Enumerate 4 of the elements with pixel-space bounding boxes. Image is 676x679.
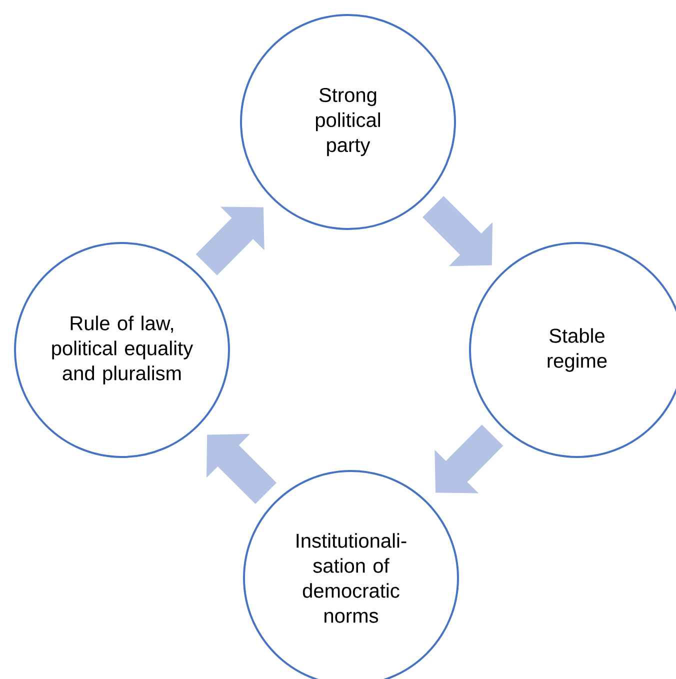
block-arrow: [434, 424, 504, 494]
circle-node: Strong political party: [240, 14, 456, 230]
block-arrow: [196, 206, 264, 276]
circle-node: Rule of law, political equality and pluralism: [14, 242, 230, 458]
